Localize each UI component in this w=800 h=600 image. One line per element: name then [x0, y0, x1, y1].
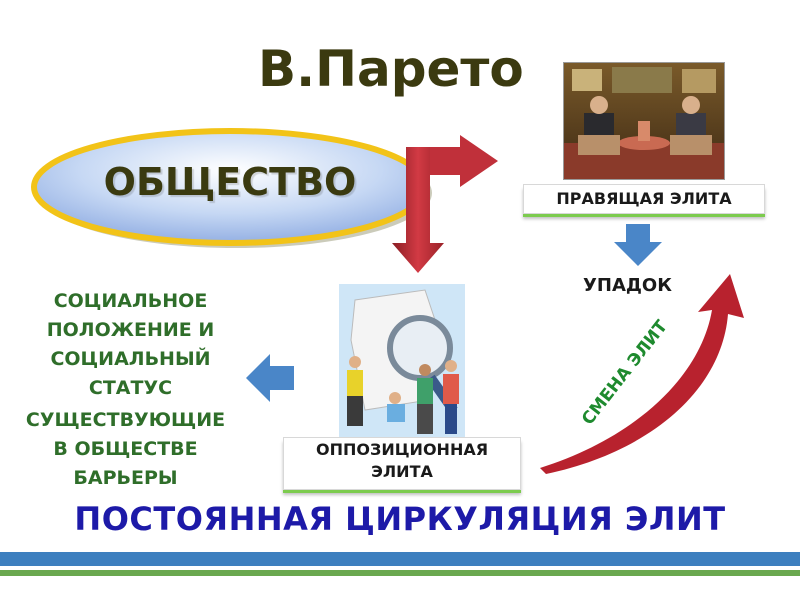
- down-arrow-icon: [614, 224, 662, 266]
- social-status-text: СОЦИАЛЬНОЕ ПОЛОЖЕНИЕ И СОЦИАЛЬНЫЙ СТАТУС: [46, 290, 215, 399]
- barriers-text: СУЩЕСТВУЮЩИЕ В ОБЩЕСТВЕ БАРЬЕРЫ: [25, 409, 226, 489]
- circulation-arrow: [540, 274, 744, 474]
- flow-arrows: [392, 135, 498, 273]
- arrow-to-opposition: [392, 147, 444, 273]
- slide-title: В.Парето: [258, 40, 524, 98]
- left-arrow-icon: [246, 354, 294, 402]
- society-label: ОБЩЕСТВО: [103, 160, 357, 204]
- ruling-elite-box: ПРАВЯЩАЯ ЭЛИТА: [523, 184, 765, 214]
- ruling-elite-label: ПРАВЯЩАЯ ЭЛИТА: [556, 189, 732, 208]
- footer-stripes: [0, 552, 800, 600]
- opposition-elite-label: ОППОЗИЦИОННАЯ ЭЛИТА: [315, 440, 489, 481]
- bottom-title: ПОСТОЯННАЯ ЦИРКУЛЯЦИЯ ЭЛИТ: [74, 500, 726, 538]
- decline-label: УПАДОК: [583, 275, 672, 296]
- people-illustration: [339, 284, 465, 444]
- opposition-elite-box: ОППОЗИЦИОННАЯ ЭЛИТА: [283, 437, 521, 490]
- meeting-photo: [563, 62, 725, 180]
